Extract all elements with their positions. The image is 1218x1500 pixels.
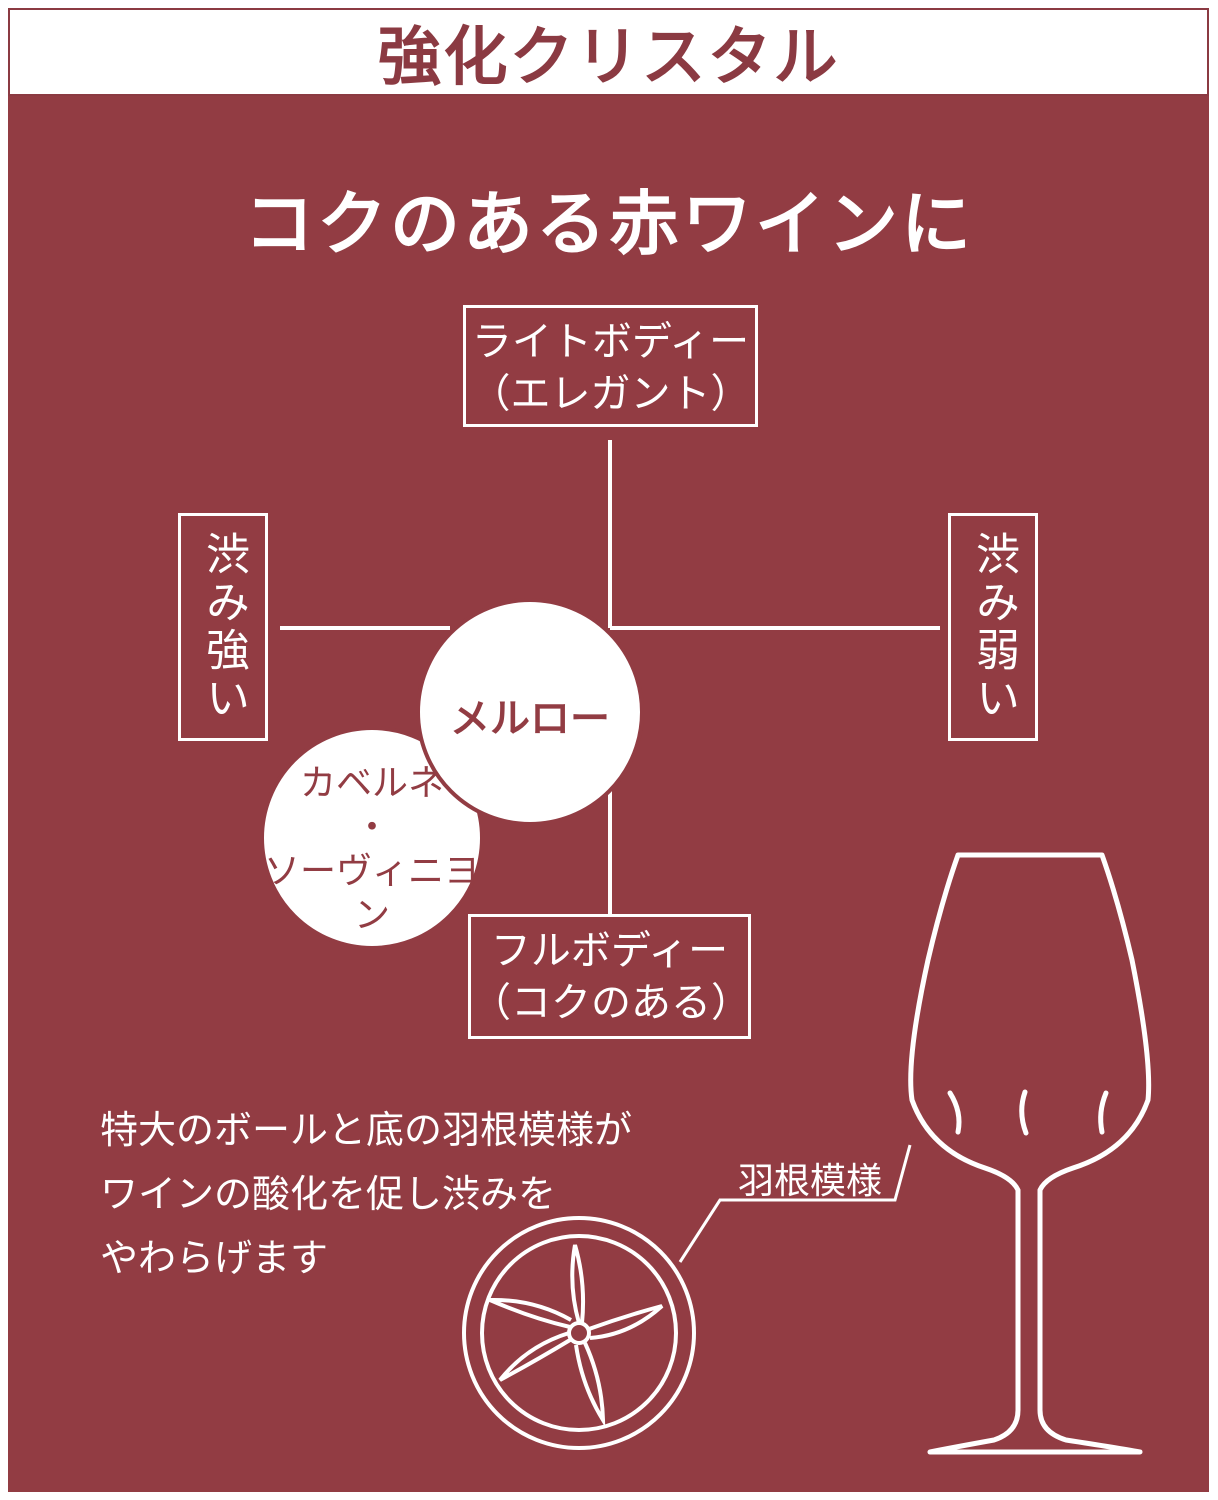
wine-glass [908,852,1152,1455]
header-title: 強化クリスタル [377,21,840,95]
full-body-label: フルボディー [490,928,729,974]
description-line2: ワインの酸化を促し渋みを [100,1172,557,1216]
description-text: 特大のボールと底の羽根模様が ワインの酸化を促し渋みを やわらげます [100,1098,720,1290]
merlot-label: メルロー [450,696,610,742]
cabernet-line2: ・ [353,807,390,848]
description-line1: 特大のボールと底の羽根模様が [100,1108,633,1152]
light-body-label: ライトボディー [471,319,750,365]
cabernet-line1: カベルネ [299,763,444,804]
cabernet-circle [260,726,484,950]
feather-leader-line [678,1144,912,1263]
weak-tannin-box: 渋み弱い [948,513,1038,741]
rich-label: （コクのある） [471,980,751,1026]
full-body-box: フルボディー （コクのある） [468,914,751,1039]
weak-tannin-label: 渋み弱い [968,531,1019,723]
feather-pattern-disc [462,1216,696,1450]
cabernet-line3: ソーヴィニヨン [263,851,480,936]
main-title: コクのある赤ワインに [244,183,974,265]
strong-tannin-label: 渋み強い [198,531,249,723]
cabernet-label: カベルネ ・ ソーヴィニヨン [262,762,482,938]
merlot-circle [416,598,644,826]
light-body-box: ライトボディー （エレガント） [463,305,758,427]
description-line3: やわらげます [100,1236,329,1280]
elegant-label: （エレガント） [470,371,751,417]
feather-pattern-label: 羽根模様 [737,1161,882,1202]
strong-tannin-box: 渋み強い [178,513,268,741]
header-bar: 強化クリスタル [8,8,1209,96]
